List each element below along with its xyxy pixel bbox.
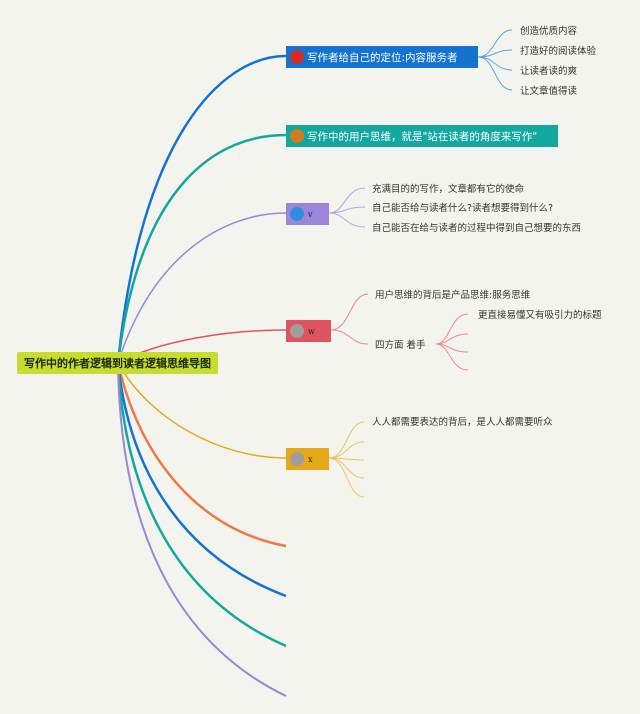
- branch-label: 写作中的用户思维，就是"站在读者的角度来写作": [307, 130, 538, 143]
- branch-marker: v: [308, 209, 313, 219]
- branch-node-x[interactable]: x: [286, 448, 329, 470]
- connector-b1: [116, 54, 287, 364]
- priority-icon: [290, 129, 304, 143]
- leaf-item[interactable]: 人人都需要表达的背后，是人人都需要听众: [372, 417, 553, 428]
- connector-tail-3: [116, 362, 287, 648]
- branch-node-w[interactable]: w: [286, 320, 331, 342]
- connector-b2: [116, 133, 287, 364]
- leaf-item[interactable]: 自己能否给与读者什么?读者想要得到什么?: [372, 203, 554, 214]
- branch-marker: x: [308, 454, 313, 464]
- connector-tail-4: [117, 362, 287, 697]
- info-icon: [290, 324, 304, 338]
- leaf-item[interactable]: 四方面 着手: [375, 340, 426, 351]
- leaf-item[interactable]: 让读者读的爽: [520, 66, 578, 77]
- branch-node-user-thinking[interactable]: 写作中的用户思维，就是"站在读者的角度来写作": [286, 125, 558, 147]
- leaf-item[interactable]: 充满目的的写作，文章都有它的使命: [372, 184, 525, 195]
- sub-leaf-item[interactable]: 更直接易懂又有吸引力的标题: [478, 310, 602, 321]
- connector-b5: [117, 362, 287, 459]
- branch-node-v[interactable]: v: [286, 203, 329, 225]
- branch-marker: w: [308, 326, 315, 336]
- leaf-item[interactable]: 打造好的阅读体验: [520, 46, 597, 57]
- leaf-item[interactable]: 自己能否在给与读者的过程中得到自己想要的东西: [372, 223, 582, 234]
- info-icon: [290, 207, 304, 221]
- leaf-item[interactable]: 用户思维的背后是产品思维:服务思维: [375, 290, 531, 301]
- leaf-item[interactable]: 创造优质内容: [520, 26, 578, 37]
- branch-node-positioning[interactable]: 写作者给自己的定位:内容服务者: [286, 46, 478, 68]
- info-icon: [290, 452, 304, 466]
- root-label: 写作中的作者逻辑到读者逻辑思维导图: [24, 357, 211, 370]
- branch-label: 写作者给自己的定位:内容服务者: [307, 51, 458, 64]
- root-node[interactable]: 写作中的作者逻辑到读者逻辑思维导图: [17, 352, 218, 374]
- connector-b3: [117, 212, 287, 364]
- priority-icon: [290, 50, 304, 64]
- connector-tail-2: [116, 362, 287, 598]
- leaf-item[interactable]: 让文章值得读: [520, 86, 578, 97]
- connector-tail-1: [116, 362, 287, 548]
